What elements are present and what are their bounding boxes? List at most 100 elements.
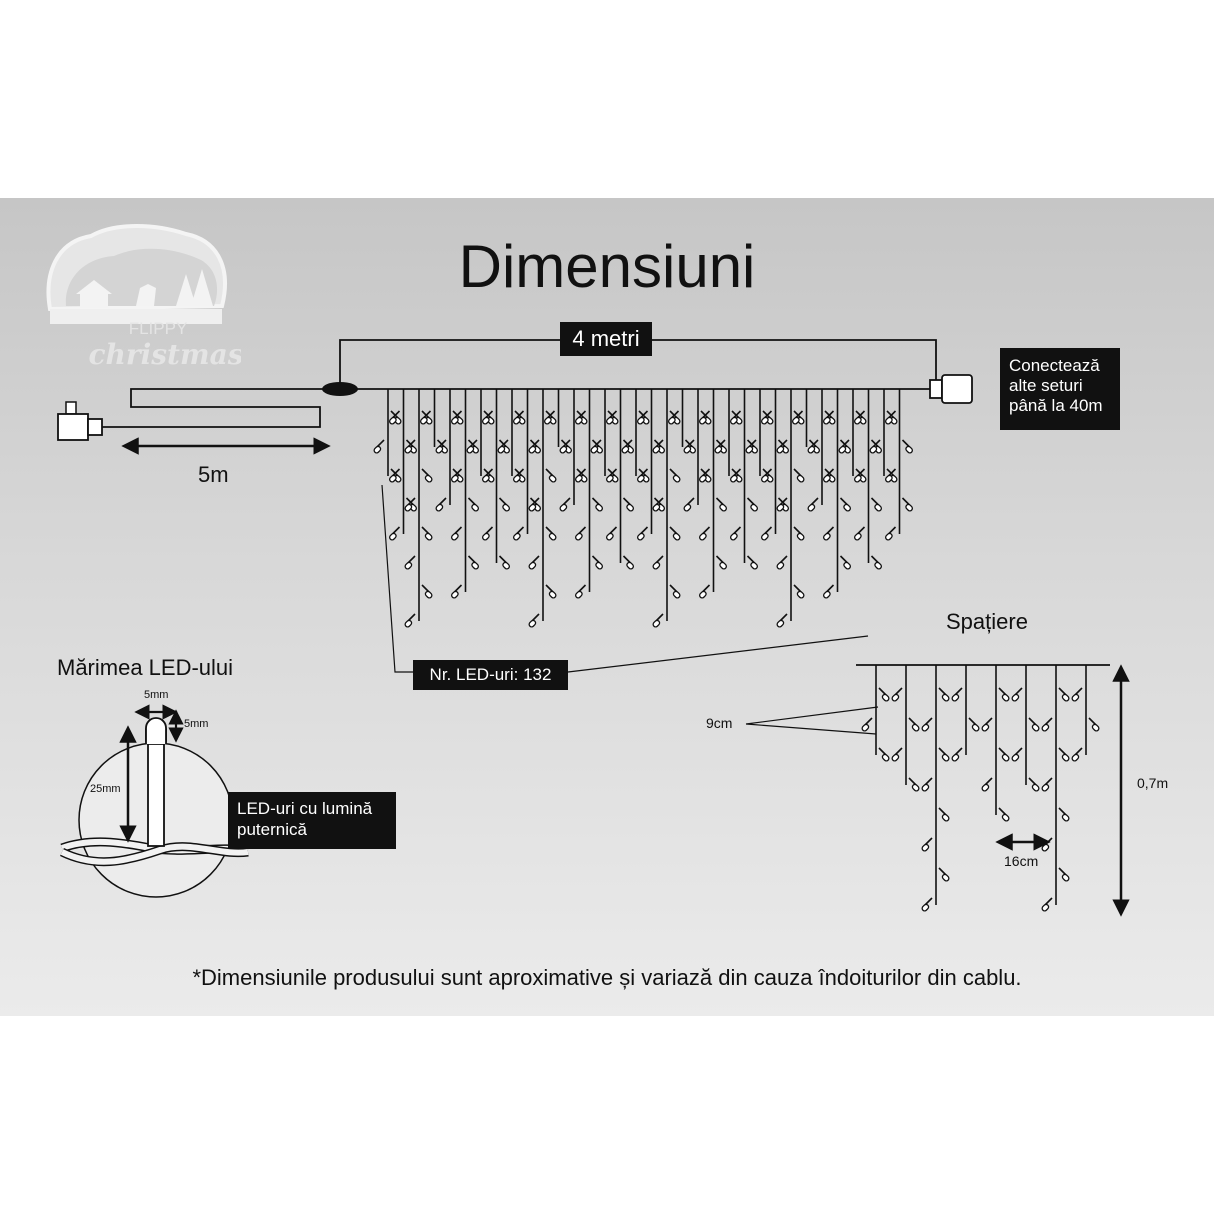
led-bulb-icon (421, 584, 434, 600)
led-bulb-icon (901, 439, 915, 455)
led-bulb-icon (870, 497, 884, 513)
led-bulb-icon (403, 555, 416, 571)
led-bulb-icon (697, 526, 711, 542)
led-bulb-icon (878, 747, 891, 763)
led-bulb-icon (1058, 807, 1071, 823)
led-bulb-icon (878, 687, 891, 703)
led-bulb-icon (920, 777, 933, 793)
power-adapter-icon (57, 401, 128, 441)
led-bulb-icon (890, 687, 903, 703)
led-bulb-icon (715, 497, 729, 513)
led-bulb-icon (998, 807, 1011, 823)
spacing-icicle-drops (860, 665, 1101, 913)
led-bulb-icon (1070, 747, 1083, 763)
led-bulb-icon (434, 497, 447, 513)
led-bulb-icon (793, 468, 806, 484)
connect-note-line: Conectează (1009, 356, 1100, 375)
led-bulb-icon (498, 497, 512, 513)
cable-connector (322, 382, 358, 396)
led-bulb-icon (746, 497, 760, 513)
led-bulb-icon (651, 613, 664, 629)
led-size-illustration (60, 704, 249, 898)
led-bulb-icon (950, 747, 963, 763)
led-count-label: Nr. LED-uri: 132 (413, 660, 568, 690)
icicle-drops (372, 389, 915, 629)
led-bulb-icon (821, 584, 835, 600)
led-bulb-icon (387, 526, 401, 542)
led-bulb-icon (467, 497, 481, 513)
curtain-length-label: 4 metri (560, 322, 652, 356)
led-bulb-icon (403, 613, 416, 629)
logo-line1: FLIPPY (129, 319, 188, 338)
led-bulb-icon (682, 497, 695, 513)
led-bulb-icon (775, 555, 788, 571)
led-bulb-icon (839, 497, 853, 513)
led-bulb-icon (908, 777, 921, 793)
led-bulb-icon (372, 439, 385, 455)
led-bulb-icon (622, 497, 636, 513)
led-bulb-icon (870, 555, 884, 571)
led-bulb-icon (839, 555, 853, 571)
led-bulb-icon (746, 555, 760, 571)
led-bulb-icon (938, 687, 951, 703)
flippy-christmas-logo: FLIPPY christmas (36, 214, 244, 379)
led-bulb-icon (998, 747, 1011, 763)
led-bulb-icon (968, 717, 981, 733)
led-bulb-icon (1040, 897, 1053, 913)
led-bulb-icon (1058, 687, 1071, 703)
led-bulb-icon (938, 807, 951, 823)
led-bulb-icon (573, 526, 587, 542)
led-bulb-icon (1040, 717, 1053, 733)
led-bulb-icon (498, 555, 512, 571)
led-length-label: 25mm (90, 783, 121, 795)
led-bulb-icon (449, 584, 463, 600)
led-width-label: 5mm (144, 689, 169, 701)
led-bulb-icon (635, 526, 649, 542)
led-bulb-icon (715, 555, 729, 571)
led-bulb-icon (591, 497, 605, 513)
led-bulb-icon (920, 837, 933, 853)
led-bulb-icon (604, 526, 618, 542)
led-bulb-icon (793, 584, 806, 600)
led-bulb-icon (759, 526, 773, 542)
led-bulb-icon (421, 526, 434, 542)
vertical-spacing-pointer (745, 706, 879, 735)
led-bulb-icon (950, 687, 963, 703)
connect-note-line: alte seturi (1009, 376, 1083, 395)
spacing-title: Spațiere (946, 609, 1028, 634)
page-title: Dimensiuni (458, 233, 756, 300)
led-count-pointer (381, 484, 413, 673)
led-bulb-icon (1040, 837, 1053, 853)
led-bulb-icon (775, 613, 788, 629)
led-bulb-icon (622, 555, 636, 571)
led-bulb-icon (669, 468, 682, 484)
end-connector-icon (929, 374, 973, 404)
led-count-pointer (567, 635, 869, 673)
led-bulb-icon (883, 526, 897, 542)
led-bulb-icon (669, 584, 682, 600)
connect-note: Conectează alte seturi până la 40m (1000, 348, 1120, 430)
led-bulb-icon (591, 555, 605, 571)
led-bulb-icon (938, 747, 951, 763)
led-bulb-icon (1070, 687, 1083, 703)
cable-length-label: 5m (198, 462, 229, 487)
led-bulb-icon (480, 526, 494, 542)
bright-note: LED-uri cu lumină puternică (228, 792, 396, 849)
led-bulb-icon (728, 526, 742, 542)
led-bulb-icon (545, 526, 558, 542)
led-height-label: 5mm (184, 718, 209, 730)
led-bulb-icon (998, 687, 1011, 703)
led-bulb-icon (449, 526, 463, 542)
led-size-title: Mărimea LED-ului (57, 655, 234, 680)
logo-line2: christmas (88, 338, 241, 371)
led-bulb-icon (1028, 777, 1041, 793)
led-bulb-icon (890, 747, 903, 763)
led-bulb-icon (697, 584, 711, 600)
lead-cable (128, 388, 930, 428)
curtain-height-label: 0,7m (1137, 775, 1169, 791)
led-bulb-icon (545, 584, 558, 600)
led-bulb-icon (980, 717, 993, 733)
led-bulb-icon (545, 468, 558, 484)
led-bulb-icon (1088, 717, 1101, 733)
